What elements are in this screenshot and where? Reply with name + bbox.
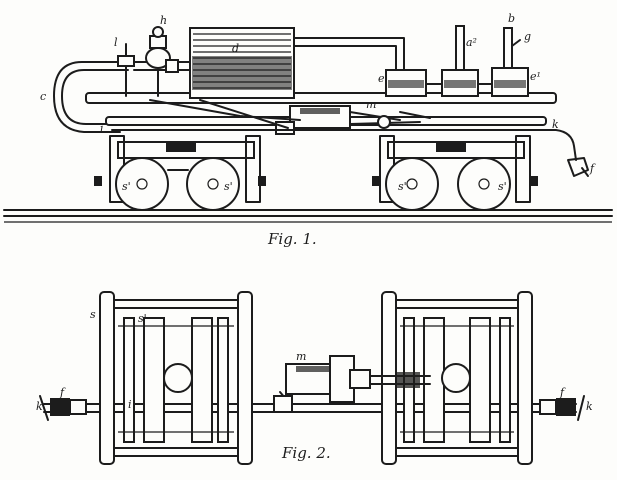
wheel <box>457 157 511 211</box>
plan-cylinder <box>273 355 431 413</box>
label-s-left: s <box>90 308 96 321</box>
label-b: b <box>508 12 515 25</box>
bottom-rod <box>111 129 577 161</box>
right-truck <box>372 135 538 211</box>
figure-2: s s' m i k f k f Fig. 2. <box>36 291 593 465</box>
valve-assembly <box>117 26 191 97</box>
plan-left-coupling <box>39 395 87 421</box>
figure-1-caption: Fig. 1. <box>267 230 317 248</box>
label-f-right: f <box>559 386 566 399</box>
plan-right-coupling <box>539 395 585 421</box>
left-truck <box>94 135 266 211</box>
label-g: g <box>524 30 531 43</box>
label-s1-d: s' <box>498 180 507 193</box>
label-k-left: k <box>36 400 43 413</box>
figure-1: l h d a² b g c e e¹ m i k f s' s' s' s' … <box>3 12 613 248</box>
wheel <box>186 157 240 211</box>
coil-drum <box>189 27 295 99</box>
label-c: c <box>40 90 46 103</box>
label-k: k <box>552 118 559 131</box>
cylinders <box>385 67 529 97</box>
stand-pipe-1 <box>455 25 465 77</box>
figure-2-caption: Fig. 2. <box>281 444 331 462</box>
label-s1-c: s' <box>398 180 407 193</box>
label-d: d <box>232 42 239 55</box>
label-k-right: k <box>586 400 593 413</box>
label-l: l <box>114 36 118 49</box>
label-i: i <box>128 398 132 411</box>
label-s1-left: s' <box>138 312 147 325</box>
label-i: i <box>100 122 104 135</box>
label-f: f <box>589 162 596 175</box>
rail-track <box>3 209 613 223</box>
label-f-left: f <box>59 386 66 399</box>
label-m: m <box>366 98 376 111</box>
label-a2: a² <box>466 36 477 49</box>
label-s1-b: s' <box>224 180 233 193</box>
label-e1: e¹ <box>530 70 541 83</box>
label-h: h <box>160 14 167 27</box>
connecting-pipe <box>293 37 405 73</box>
label-e: e <box>378 72 385 85</box>
wheel <box>385 157 439 211</box>
label-s1-a: s' <box>122 180 131 193</box>
wheel <box>115 157 169 211</box>
plan-left-truck <box>99 291 253 465</box>
hose-loop <box>53 61 129 133</box>
label-m: m <box>296 350 306 363</box>
